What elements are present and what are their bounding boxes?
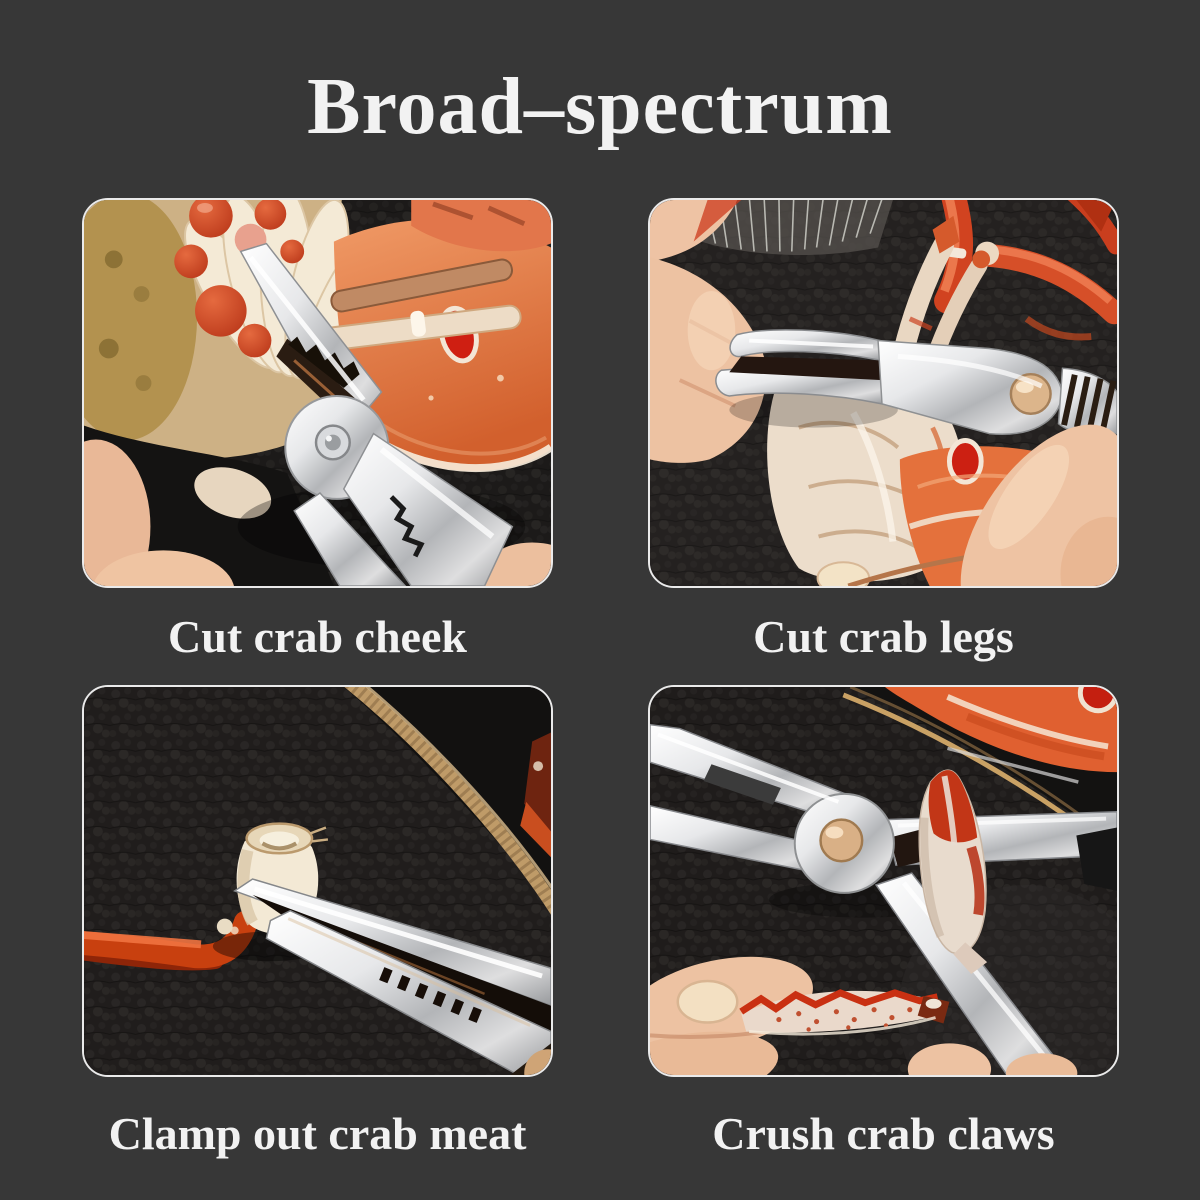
photo-crush-crab-claws [650,687,1117,1075]
crab-claw-in-jaws [918,769,988,975]
page-title: Broad–spectrum [307,63,893,151]
fingers-holding-claw [650,956,1078,1075]
panel-clamp-out-crab-meat [82,685,553,1077]
pliers [233,878,551,1075]
panel-crush-crab-claws [648,685,1119,1077]
caption-clamp-out-crab-meat: Clamp out crab meat [108,1107,527,1159]
pliers [237,242,526,586]
panel-cut-crab-legs [648,198,1119,588]
photo-clamp-out-crab-meat [84,687,551,1075]
pressing-finger [960,424,1117,586]
pliers [715,329,1117,436]
hand-holding-crab [650,200,766,463]
caption-crush-crab-claws: Crush crab claws [712,1107,1055,1159]
photo-cut-crab-legs [650,200,1117,586]
pan-edge [343,687,551,915]
crab-legs [317,258,522,352]
photo-cut-crab-cheek [84,200,551,586]
crab-legs-pile [934,200,1117,341]
caption-cut-crab-cheek: Cut crab cheek [168,611,467,662]
cleaning-brush [689,200,893,256]
panel-cut-crab-cheek [82,198,553,588]
crab-leg [84,910,258,971]
crab-claw-bit [520,732,551,858]
hand-fingers [84,439,551,586]
caption-cut-crab-legs: Cut crab legs [753,611,1014,662]
